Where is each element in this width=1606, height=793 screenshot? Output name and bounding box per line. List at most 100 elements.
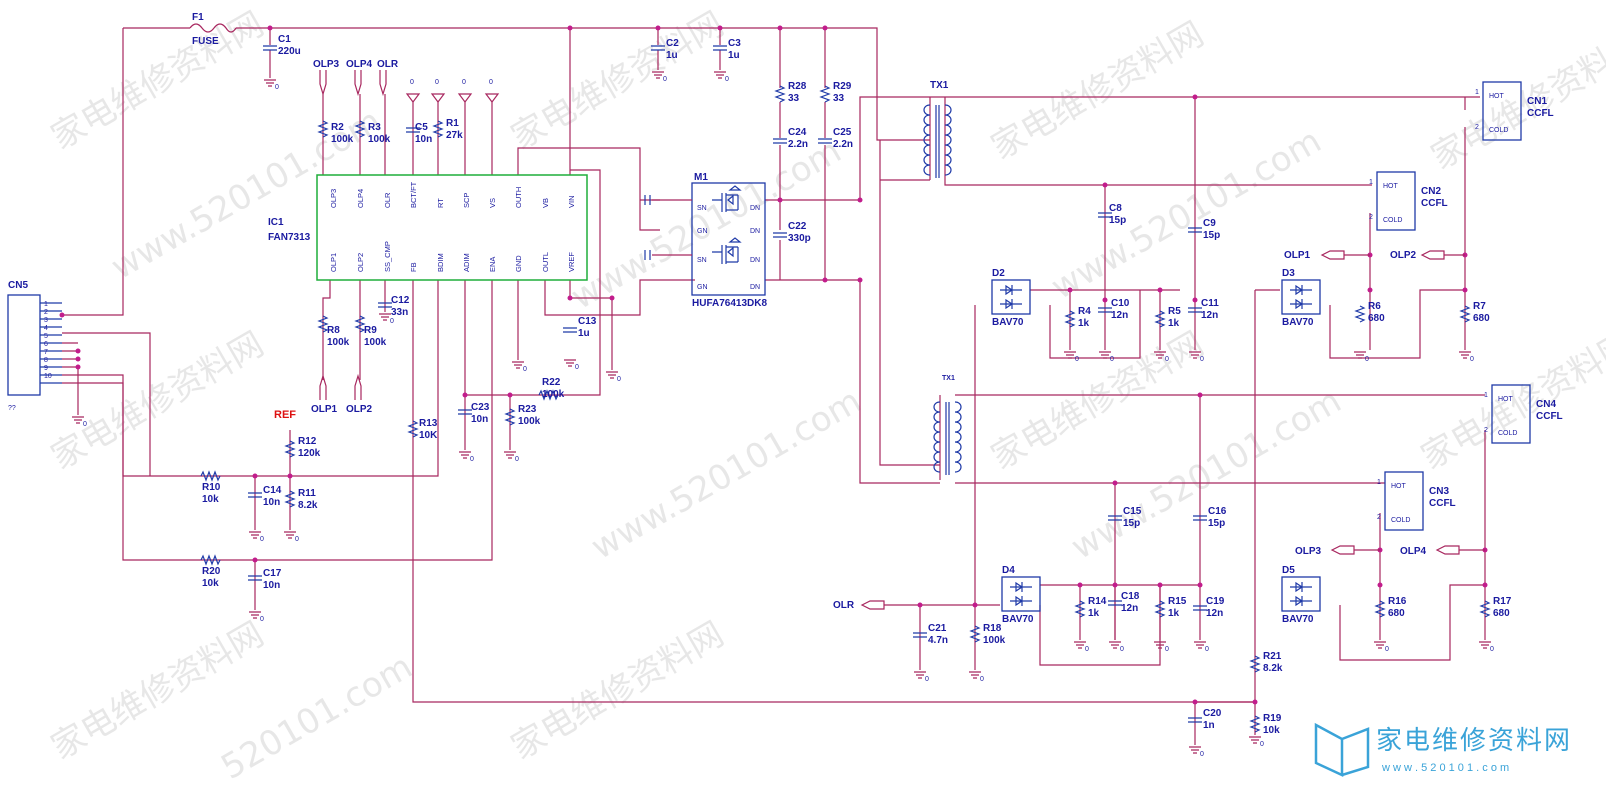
ccfl-hot-label: HOT	[1489, 93, 1505, 100]
ground-symbol	[1479, 641, 1491, 649]
capacitor-symbol	[1193, 605, 1207, 611]
component-value: 10k	[202, 578, 219, 589]
component-ref: R5	[1168, 306, 1181, 317]
net-olp3-top: OLP3	[313, 59, 340, 70]
ground-label: 0	[1120, 646, 1124, 653]
ground-label: 0	[575, 364, 579, 371]
cn5-pin-number: 4	[44, 325, 48, 332]
diode-body	[991, 279, 1031, 315]
component-ref: C24	[788, 127, 807, 138]
ccfl-pin-number: 2	[1475, 124, 1479, 131]
net-olp2-right: OLP2	[1390, 250, 1417, 261]
component-ref: R28	[788, 81, 807, 92]
diode-symbol	[1290, 284, 1312, 310]
ccfl-body	[1384, 471, 1424, 531]
component-ref: C18	[1121, 591, 1140, 602]
component-ref: C9	[1203, 218, 1216, 229]
ground-label: 0	[260, 536, 264, 543]
component-ref: R22	[542, 377, 561, 388]
resistor-symbol	[317, 315, 329, 333]
cn5-pin-number: 5	[44, 333, 48, 340]
ground-label: 0	[1470, 356, 1474, 363]
diode-body	[1001, 576, 1041, 612]
component-value: 100k	[542, 389, 565, 400]
component-value: 15p	[1109, 215, 1126, 226]
watermark-cn: 家电维修资料网	[505, 614, 731, 768]
component-ref: C22	[788, 221, 807, 232]
capacitor-symbol	[1098, 212, 1112, 218]
ground-symbol	[606, 371, 618, 379]
net-olr-top: OLR	[377, 59, 399, 70]
net-ref: REF	[274, 409, 296, 421]
component-value: 10n	[471, 414, 488, 425]
ground-symbol	[249, 611, 261, 619]
capacitor-symbol	[248, 492, 262, 498]
top-pin-zero-labels: 0 0 0 0	[405, 79, 500, 103]
cn5-pin-number: 9	[44, 365, 48, 372]
capacitor-symbol	[1193, 515, 1207, 521]
ccfl-pin-number: 1	[1475, 89, 1479, 96]
component-value: 1u	[728, 50, 740, 61]
component-value: 680	[1493, 608, 1510, 619]
ground-symbol	[969, 671, 981, 679]
ground-label: 0	[260, 616, 264, 623]
logo-url: w w w . 5 2 0 1 0 1 . c o m	[1381, 762, 1509, 774]
ic1-top-pin-label: VS	[488, 198, 497, 208]
component-value: 33	[833, 93, 845, 104]
component-value: 15p	[1203, 230, 1220, 241]
diode-part: BAV70	[1282, 317, 1314, 328]
ground-symbol	[1154, 351, 1166, 359]
m1-pin-gn: GN	[697, 228, 708, 235]
ground-symbol	[1099, 351, 1111, 359]
component-ref: R9	[364, 325, 377, 336]
resistor-symbol	[1154, 310, 1166, 328]
m1-mosfet: M1 HUFA76413DK8 SN GN SN GN DN DN DN DN	[644, 172, 767, 309]
transformer-bottom: TX1	[933, 375, 962, 475]
ground-symbol	[1109, 641, 1121, 649]
resistor-symbol	[1154, 600, 1166, 618]
ground-symbol	[564, 359, 576, 367]
capacitor-symbol	[1188, 307, 1202, 313]
ground-symbol	[1249, 736, 1261, 744]
net-olp3-right: OLP3	[1295, 546, 1322, 557]
ground-symbol	[284, 531, 296, 539]
ccfl-body	[1491, 384, 1531, 444]
resistor-symbol	[1459, 305, 1471, 323]
ic1-bottom-pin-label: VREF	[567, 252, 576, 272]
ic1-top-pin-label: OLP4	[356, 189, 365, 208]
ccfl-ref: CN3	[1429, 486, 1449, 497]
m1-pin-dn: DN	[750, 228, 760, 235]
resistor-symbol	[317, 120, 329, 138]
component-ref: R2	[331, 122, 344, 133]
capacitor-symbol	[563, 327, 577, 333]
ic1-bottom-pin-label: SS_CMP	[383, 241, 392, 272]
ccfl-hot-label: HOT	[1498, 396, 1514, 403]
ground-symbol	[652, 71, 664, 79]
resistor-symbol	[1354, 305, 1366, 323]
net-olp4-top: OLP4	[346, 59, 373, 70]
capacitor-symbol	[248, 575, 262, 581]
component-ref: R4	[1078, 306, 1091, 317]
m1-pin-dn: DN	[750, 205, 760, 212]
capacitor-symbol	[1108, 600, 1122, 606]
diode-symbol	[1290, 581, 1312, 607]
